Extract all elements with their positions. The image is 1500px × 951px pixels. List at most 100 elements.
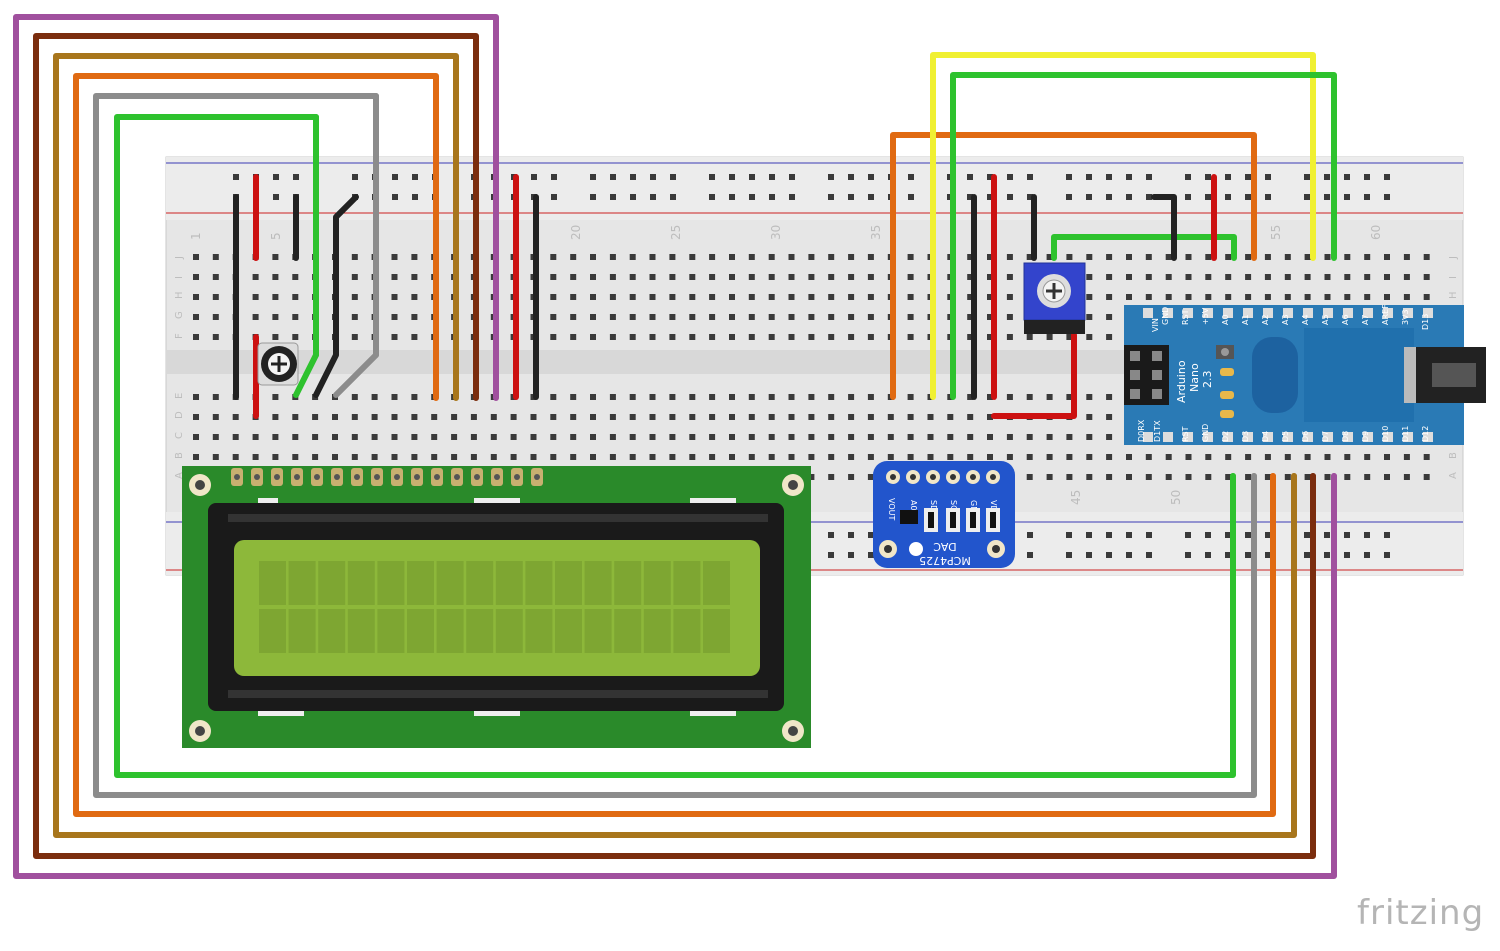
breadboard-hole — [1364, 294, 1371, 300]
arduino-pin-gnd: GND — [1161, 307, 1170, 325]
rail-hole — [1027, 552, 1033, 558]
rail-hole — [967, 194, 973, 200]
wire-red — [991, 332, 1077, 419]
rail-hole — [1066, 194, 1072, 200]
breadboard-hole — [1364, 474, 1371, 480]
breadboard-hole — [729, 434, 735, 440]
breadboard-hole — [530, 414, 537, 420]
breadboard-hole — [332, 454, 338, 460]
breadboard-hole — [907, 294, 914, 300]
breadboard-hole — [1106, 294, 1113, 300]
breadboard-hole — [1086, 274, 1093, 280]
rail-hole — [1324, 532, 1330, 538]
breadboard-hole — [371, 394, 378, 400]
column-number: 50 — [1169, 490, 1183, 505]
breadboard-hole — [272, 334, 279, 340]
breadboard-hole — [967, 434, 974, 440]
breadboard-hole — [391, 434, 398, 440]
breadboard-hole — [1126, 294, 1132, 300]
lcd-cell — [703, 561, 730, 605]
breadboard-hole — [788, 314, 795, 320]
breadboard-hole — [788, 414, 795, 420]
mcp4725-dac-module: VOUT A0 SDA SCL GND VDD DAC MCP4725 — [873, 461, 1015, 568]
breadboard-hole — [431, 454, 438, 460]
breadboard-hole — [867, 474, 874, 480]
arduino-pin-d9: D9 — [1361, 431, 1370, 442]
breadboard-hole — [669, 394, 676, 400]
rail-hole — [1205, 552, 1211, 558]
arduino-pin-rst: RST — [1181, 309, 1190, 325]
rail-hole — [1245, 174, 1251, 180]
breadboard-hole — [292, 434, 299, 440]
breadboard-hole — [510, 414, 517, 420]
breadboard-hole — [867, 334, 874, 340]
breadboard-hole — [351, 254, 358, 260]
breadboard-hole — [470, 434, 477, 440]
row-letter: I — [1448, 276, 1459, 279]
breadboard-hole — [1423, 274, 1430, 280]
breadboard-hole — [748, 414, 755, 420]
rail-hole — [273, 194, 279, 200]
breadboard-hole — [808, 254, 815, 260]
lcd-cell — [584, 609, 612, 653]
breadboard-hole — [768, 454, 775, 460]
breadboard-hole — [1264, 454, 1271, 460]
breadboard-hole — [967, 394, 974, 400]
breadboard-hole — [887, 414, 894, 420]
breadboard-hole — [411, 434, 418, 440]
breadboard-hole — [252, 294, 259, 300]
breadboard-hole — [1185, 274, 1192, 280]
breadboard-hole — [1086, 434, 1093, 440]
breadboard-hole — [987, 394, 993, 400]
arduino-pin — [1263, 308, 1273, 318]
rail-hole — [1185, 552, 1191, 558]
rail-hole — [1027, 174, 1033, 180]
breadboard-hole — [1403, 294, 1410, 300]
rail-hole — [908, 194, 914, 200]
rail-hole — [1384, 532, 1390, 538]
arduino-pin — [1263, 432, 1273, 442]
rail-hole — [828, 174, 834, 180]
breadboard-hole — [590, 334, 596, 340]
breadboard-hole — [1364, 454, 1371, 460]
lcd-header-pins — [231, 468, 543, 486]
rail-hole — [967, 174, 973, 180]
breadboard-hole — [967, 314, 974, 320]
breadboard-hole — [828, 274, 835, 280]
breadboard-hole — [649, 454, 656, 460]
breadboard-hole — [967, 454, 974, 460]
breadboard-hole — [272, 254, 279, 260]
breadboard-hole — [1403, 454, 1410, 460]
breadboard-hole — [649, 394, 656, 400]
lcd-cell — [466, 609, 494, 653]
breadboard-hole — [1423, 294, 1430, 300]
breadboard-hole — [828, 334, 835, 340]
breadboard-hole — [570, 414, 577, 420]
breadboard-hole — [272, 414, 279, 420]
breadboard-hole — [193, 434, 199, 440]
breadboard-hole — [1284, 454, 1291, 460]
breadboard-hole — [609, 394, 616, 400]
breadboard-hole — [867, 274, 874, 280]
arduino-pin — [1183, 432, 1193, 442]
breadboard-hole — [848, 254, 855, 260]
breadboard-hole — [1364, 274, 1371, 280]
breadboard-hole — [590, 314, 596, 320]
breadboard-hole — [431, 434, 438, 440]
breadboard-hole — [351, 294, 358, 300]
breadboard-hole — [1344, 454, 1351, 460]
arduino-pin — [1343, 432, 1353, 442]
breadboard-hole — [1185, 474, 1192, 480]
breadboard-hole — [1066, 334, 1073, 340]
column-number: 35 — [869, 225, 883, 240]
breadboard-hole — [411, 454, 418, 460]
rail-hole — [868, 552, 874, 558]
rail-hole — [709, 194, 715, 200]
breadboard-hole — [550, 254, 557, 260]
breadboard-hole — [1264, 294, 1271, 300]
rail-hole — [352, 174, 358, 180]
breadboard-hole — [788, 434, 795, 440]
arduino-pin-d4: D4 — [1261, 431, 1270, 442]
breadboard-hole — [808, 294, 815, 300]
